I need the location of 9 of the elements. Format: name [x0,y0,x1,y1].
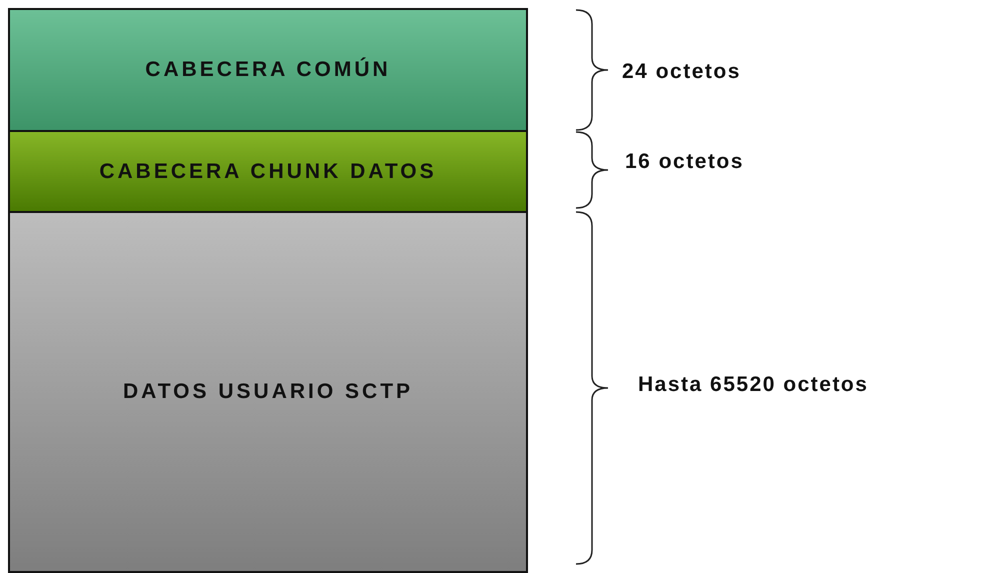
packet-field [8,8,528,132]
size-annotation: Hasta 65520 octetos [638,373,868,397]
field-label: CABECERA CHUNK DATOS [99,160,437,184]
size-annotation: 24 octetos [622,60,741,84]
packet-field [8,130,528,213]
field-label: CABECERA COMÚN [145,58,391,82]
packet-field [8,211,528,573]
field-label: DATOS USUARIO SCTP [122,380,414,404]
size-annotation: 16 octetos [625,150,744,174]
